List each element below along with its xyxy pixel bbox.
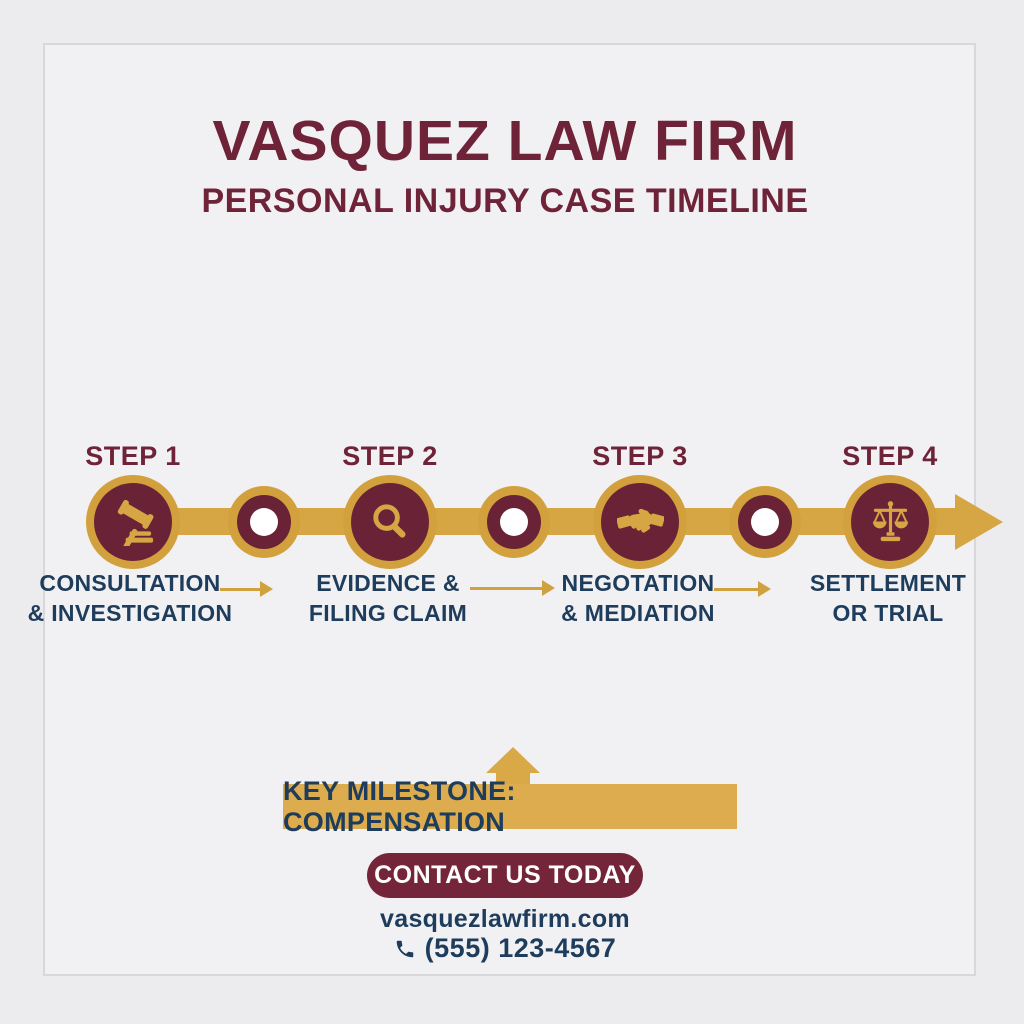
up-arrow-icon [486, 747, 540, 773]
step-3-description: NEGOTATION & MEDIATION [561, 570, 715, 626]
handshake-icon [616, 508, 664, 533]
page-title: VASQUEZ LAW FIRM [212, 109, 798, 173]
step-4-node [843, 475, 937, 569]
phone-icon [396, 940, 413, 957]
timeline-connector-dot [228, 486, 300, 558]
contact-us-button[interactable]: CONTACT US TODAY [367, 853, 643, 898]
step-2-description: EVIDENCE & FILING CLAIM [308, 570, 468, 626]
step-4-description: SETTLEMENT OR TRIAL [809, 570, 967, 626]
phone-row: (555) 123-4567 [0, 933, 1010, 964]
up-arrow-stem [496, 771, 530, 786]
scales-icon [872, 500, 908, 541]
step-1-node [86, 475, 180, 569]
step-1-description: CONSULTATION & INVESTIGATION [27, 570, 233, 626]
step-3-heading: STEP 3 [592, 441, 688, 471]
website-text: vasquezlawfirm.com [380, 905, 630, 933]
phone-number: (555) 123-4567 [424, 933, 617, 963]
right-arrow-icon [470, 580, 555, 596]
step-4-heading: STEP 4 [842, 441, 938, 471]
milestone-banner: KEY MILESTONE: COMPENSATION [283, 776, 737, 837]
page-subtitle: PERSONAL INJURY CASE TIMELINE [201, 182, 809, 220]
step-2-node [343, 475, 437, 569]
gavel-icon [117, 499, 153, 546]
step-1-heading: STEP 1 [85, 441, 181, 471]
right-arrow-icon [220, 581, 273, 597]
magnifier-icon [372, 503, 406, 538]
timeline-connector-dot [478, 486, 550, 558]
timeline-arrowhead-icon [955, 494, 1003, 550]
right-arrow-icon [714, 581, 771, 597]
step-3-node [593, 475, 687, 569]
timeline-connector-dot [729, 486, 801, 558]
step-2-heading: STEP 2 [342, 441, 438, 471]
